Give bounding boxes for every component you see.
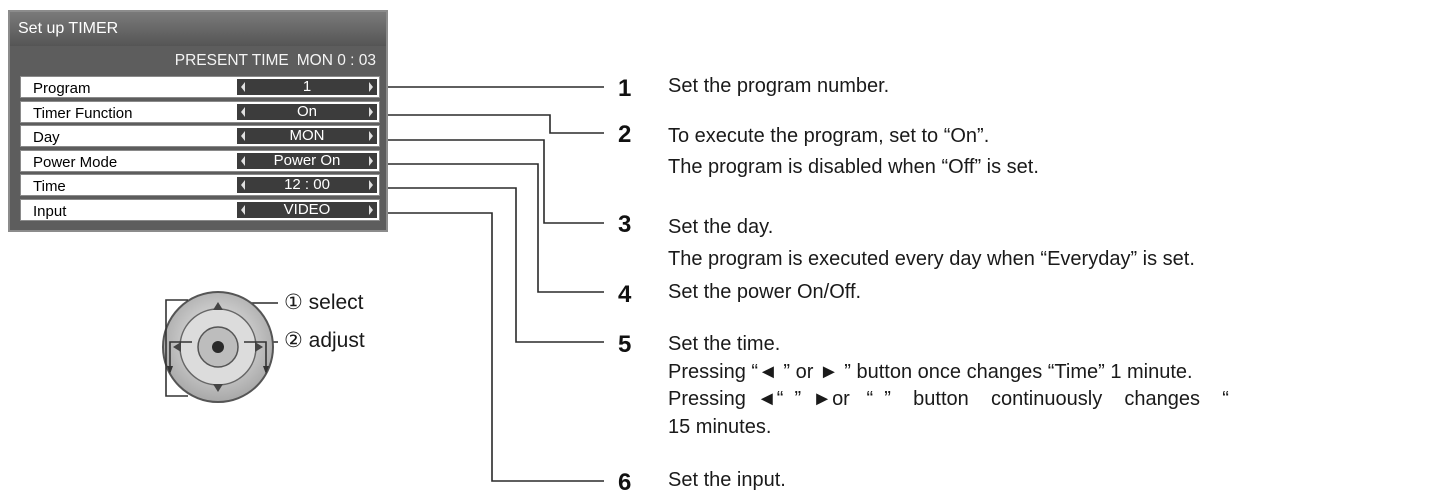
connector-line-3	[380, 139, 604, 224]
menu-row-day[interactable]: Day MON	[20, 125, 380, 147]
right-arrow-icon	[369, 131, 373, 141]
connector-line-4	[380, 163, 604, 293]
value-selector[interactable]: VIDEO	[237, 200, 377, 218]
left-arrow-icon	[241, 155, 245, 166]
menu-row-value: MON	[289, 127, 325, 144]
value-selector[interactable]: On	[237, 102, 377, 120]
menu-row-label: Input	[33, 202, 67, 220]
menu-row-input[interactable]: Input VIDEO	[20, 198, 380, 221]
menu-row-label: Program	[33, 80, 91, 97]
menu-row-label: Day	[33, 129, 60, 146]
connector-line-5	[380, 187, 604, 343]
menu-row-label: Time	[33, 178, 66, 195]
callout-text-line: Set the time.	[668, 333, 781, 355]
value-selector[interactable]: Power On	[237, 151, 377, 169]
callout-number-1: 1	[618, 75, 632, 102]
menu-row-value: 1	[302, 78, 312, 95]
present-time-value: MON 0 : 03	[296, 52, 376, 69]
callout-text-line: Pressing ◄“ ” ►or “ ” button continuousl…	[668, 388, 1229, 410]
value-selector[interactable]: MON	[237, 128, 377, 144]
left-arrow-icon	[241, 180, 245, 190]
callout-number-2: 2	[618, 121, 632, 148]
menu-row-value: Power On	[273, 151, 341, 169]
callout-description-6: Set the input.	[668, 469, 786, 492]
menu-row-value: On	[296, 102, 317, 120]
callout-description-4: Set the power On/Off.	[668, 281, 861, 304]
menu-row-timer-function[interactable]: Timer Function On	[20, 100, 380, 123]
callout-number-3: 3	[618, 211, 632, 238]
callout-text-line: Pressing “◄ ” or ► ” button once changes…	[668, 360, 1193, 383]
menu-row-label: Power Mode	[33, 153, 118, 171]
menu-row-power-mode[interactable]: Power Mode Power On	[20, 149, 380, 172]
present-time-label: PRESENT TIME	[174, 52, 289, 69]
callout-text-line: Set the program number.	[668, 75, 890, 97]
right-arrow-icon	[369, 180, 373, 190]
callout-text-line: The program is executed every day when “…	[668, 248, 1195, 270]
menu-title: Set up TIMER	[10, 12, 386, 46]
value-selector[interactable]: 12 : 00	[237, 177, 377, 193]
callout-number-6: 6	[618, 469, 632, 496]
remote-direction-pad-icon	[162, 291, 274, 403]
callout-text-line: Set the input.	[668, 469, 786, 491]
callout-text-line: To execute the program, set to “On”.	[668, 125, 990, 147]
connector-line-6	[380, 212, 604, 482]
callout-description-2: To execute the program, set to “On”. The…	[668, 121, 1039, 183]
callout-text-line: The program is disabled when “Off” is se…	[668, 156, 1039, 178]
left-arrow-icon	[241, 106, 245, 117]
value-selector[interactable]: 1	[237, 79, 377, 95]
callout-text-line: Set the power On/Off.	[668, 281, 862, 303]
connector-line-2	[380, 114, 604, 134]
right-arrow-icon	[369, 204, 373, 215]
callout-description-1: Set the program number.	[668, 75, 889, 98]
callout-number-4: 4	[618, 281, 632, 308]
right-arrow-icon	[369, 106, 373, 117]
callout-description-3: Set the day. The program is executed eve…	[668, 211, 1195, 275]
menu-row-value: VIDEO	[283, 200, 331, 218]
callout-description-5: Set the time. Pressing “◄ ” or ► ” butto…	[668, 331, 1229, 441]
present-time: PRESENT TIME MON 0 : 03	[175, 52, 376, 70]
callout-text-line: Set the day.	[668, 216, 774, 238]
remote-adjust-label: ② adjust	[284, 329, 365, 352]
left-arrow-icon	[241, 82, 245, 92]
left-arrow-icon	[241, 131, 245, 141]
left-arrow-icon	[241, 204, 245, 215]
remote-select-label: ① select	[284, 291, 364, 314]
right-arrow-icon	[369, 82, 373, 92]
menu-rows: Program 1 Timer Function On Day MON	[20, 76, 380, 223]
menu-row-program[interactable]: Program 1	[20, 76, 380, 98]
callout-text-line: 15 minutes.	[668, 415, 772, 438]
menu-row-label: Timer Function	[33, 104, 133, 122]
right-arrow-icon	[369, 155, 373, 166]
menu-row-value: 12 : 00	[284, 176, 330, 193]
callout-number-5: 5	[618, 331, 632, 358]
menu-row-time[interactable]: Time 12 : 00	[20, 174, 380, 196]
timer-setup-menu: Set up TIMER PRESENT TIME MON 0 : 03 Prog…	[8, 10, 388, 232]
